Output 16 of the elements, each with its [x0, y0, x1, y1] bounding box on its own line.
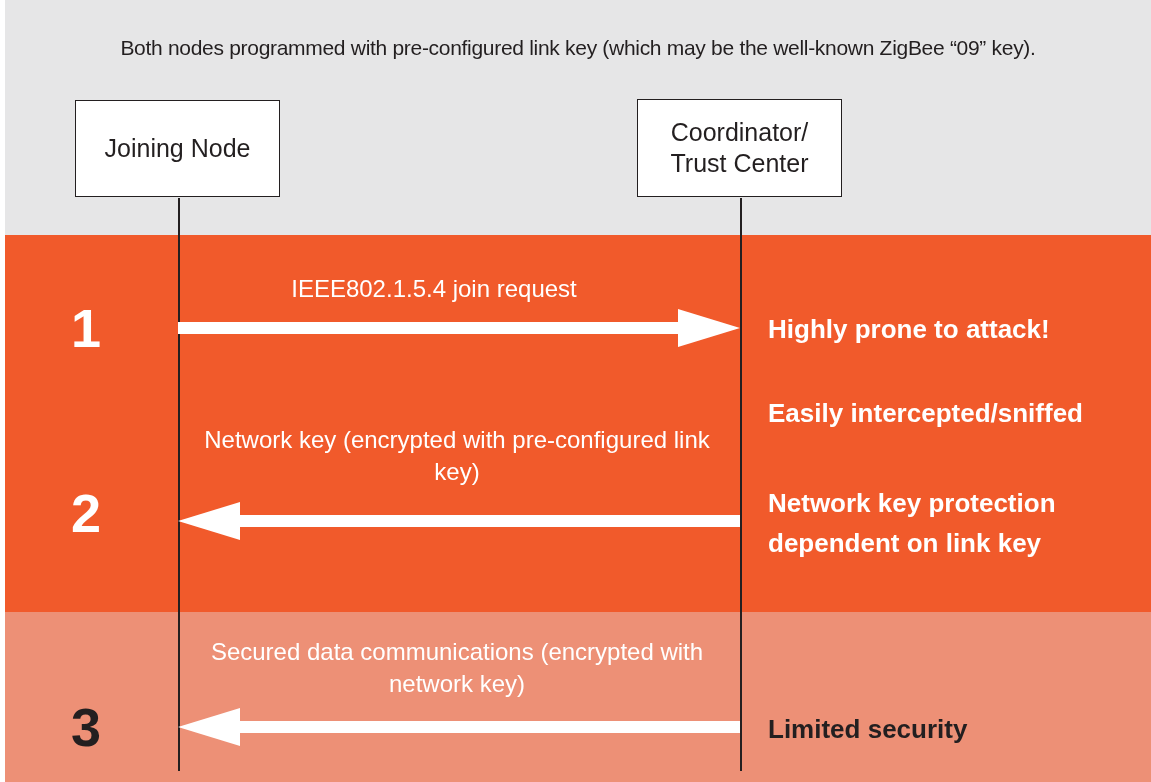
step-number: 2	[69, 482, 102, 544]
step-number: 1	[69, 297, 102, 359]
arrow	[178, 502, 740, 540]
edge-label: Secured data communications (encrypted with network key)	[209, 636, 705, 699]
security-note: Limited security	[768, 712, 968, 746]
security-note: Easily intercepted/sniffed	[768, 396, 1083, 430]
arrow	[178, 708, 740, 746]
step-number: 3	[69, 696, 102, 758]
security-note: Highly prone to attack!	[768, 312, 1050, 346]
title: Both nodes programmed with pre-configured link key (which may be the well-known ZigBee “09” key).	[119, 36, 1037, 60]
arrow	[178, 309, 740, 347]
participant-name: Joining Node	[104, 132, 251, 164]
participant-name: Coordinator/ Trust Center	[669, 116, 810, 179]
edge-label: Network key (encrypted with pre-configured link key)	[203, 424, 711, 487]
edge-label: IEEE802.1.5.4 join request	[290, 273, 578, 304]
security-note: Network key protection dependent on link key	[768, 486, 1057, 560]
